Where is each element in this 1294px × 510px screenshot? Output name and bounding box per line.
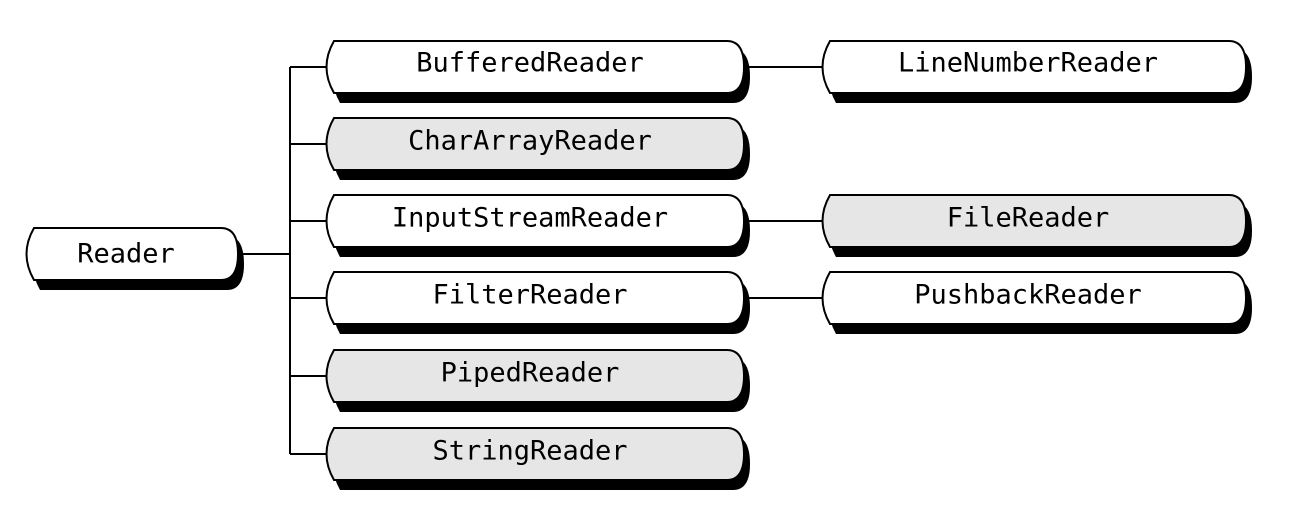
- node-linenumberreader: LineNumberReader: [821, 40, 1252, 103]
- node-body: [821, 194, 1248, 248]
- node-stringreader: StringReader: [325, 427, 750, 490]
- node-filereader: FileReader: [821, 194, 1252, 257]
- node-filterreader: FilterReader: [325, 271, 750, 334]
- node-reader: Reader: [25, 227, 244, 290]
- node-label: PushbackReader: [914, 280, 1142, 311]
- node-body: [325, 349, 746, 403]
- node-chararrayreader: CharArrayReader: [325, 117, 750, 180]
- node-inputstreamreader: InputStreamReader: [325, 194, 750, 257]
- node-body: [325, 117, 746, 171]
- node-label: FileReader: [947, 203, 1110, 234]
- node-body: [325, 194, 746, 248]
- node-body: [325, 271, 746, 325]
- node-pushbackreader: PushbackReader: [821, 271, 1252, 334]
- node-body: [25, 227, 240, 281]
- node-bufferedreader: BufferedReader: [325, 40, 750, 103]
- node-body: [821, 40, 1248, 94]
- node-body: [325, 427, 746, 481]
- node-body: [821, 271, 1248, 325]
- node-label: PipedReader: [441, 358, 620, 389]
- node-label: Reader: [77, 239, 175, 270]
- node-label: FilterReader: [432, 280, 627, 311]
- node-label: BufferedReader: [416, 48, 644, 79]
- node-pipedreader: PipedReader: [325, 349, 750, 412]
- node-label: StringReader: [432, 436, 627, 467]
- node-label: CharArrayReader: [408, 126, 652, 157]
- node-body: [325, 40, 746, 94]
- node-label: LineNumberReader: [898, 48, 1158, 79]
- connectors: [238, 66, 826, 455]
- node-label: InputStreamReader: [392, 203, 668, 234]
